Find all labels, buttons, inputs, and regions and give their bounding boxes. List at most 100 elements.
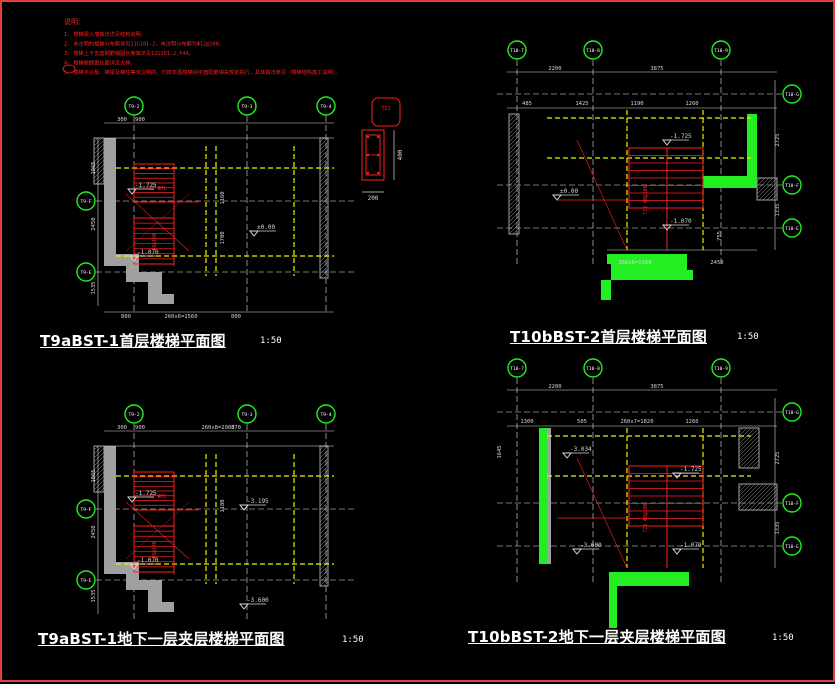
level-mark: -1.070	[128, 249, 159, 262]
notes-line: 4. 楼梯板搁置长度详见大样。	[64, 59, 136, 67]
section-tag-cloud	[371, 97, 401, 127]
stair-treads	[666, 147, 704, 209]
hatch-line	[508, 159, 520, 171]
rebar-note: Φ8@100	[152, 541, 158, 558]
wall-hatch	[93, 445, 105, 493]
hatch-line	[738, 427, 744, 433]
level-value: -1.070	[137, 249, 159, 256]
hatch-line	[319, 157, 329, 167]
rebar-note: Φ8@100	[152, 233, 158, 250]
hatch-line	[508, 167, 520, 179]
column-bar	[376, 153, 380, 157]
hatch-line	[508, 215, 520, 227]
axis-bubble-T9-3: T9-3	[237, 404, 257, 424]
axis-bubble-T10-F: T10-F	[782, 175, 802, 195]
hatch-line	[508, 203, 520, 215]
hatch-line	[748, 483, 776, 511]
axis-bubble-label: T10-9	[714, 366, 728, 372]
hatch-line	[319, 537, 329, 547]
hatch-line	[770, 193, 778, 201]
hatch-line	[319, 505, 329, 515]
hatch-line	[508, 223, 520, 235]
level-triangle	[248, 230, 260, 237]
hatch-line	[738, 483, 748, 493]
axis-bubble-circle	[507, 40, 527, 60]
dim-value: 2725	[775, 133, 781, 146]
notes-line: 1. 楼梯梁入墙做法详见结构说明。	[64, 30, 146, 38]
axis-bubble-T10-G: T10-G	[782, 84, 802, 104]
axis-bubble-circle	[782, 218, 802, 238]
new-wall	[609, 572, 617, 628]
rebar-note: TZ1 Φ8@100	[643, 503, 649, 532]
hatch-line	[319, 169, 329, 179]
hatch-line	[319, 257, 329, 267]
level-mark: ±0.00	[551, 188, 579, 201]
hatch-line	[508, 219, 520, 231]
axis-bubble-T9-F: T9-F	[76, 191, 96, 211]
axis-bubble-circle	[711, 358, 731, 378]
axis-bubble-label: T10-G	[785, 92, 799, 98]
axis-bubble-label: T9-4	[320, 412, 331, 418]
hatch-line	[762, 185, 778, 201]
section-tag: TZ1	[381, 106, 390, 112]
level-triangle	[126, 496, 138, 503]
hatch-line	[319, 509, 329, 519]
hatch-line	[508, 151, 520, 163]
hatch-line	[319, 501, 329, 511]
dim-value: 260x6=1560	[164, 314, 197, 320]
hatch-line	[772, 505, 778, 511]
hatch-line	[319, 177, 329, 187]
hatch-line	[99, 179, 105, 185]
hatch-line	[319, 569, 329, 579]
wall-hatch	[319, 445, 329, 587]
dim-value: 260x8=2080	[201, 425, 234, 431]
hatch-line	[508, 191, 520, 203]
hatch-line	[508, 171, 520, 183]
hatch-line	[319, 149, 329, 159]
dim-value: 1535	[91, 281, 97, 294]
axis-bubble-label: T10-9	[714, 48, 728, 54]
axis-bubble-label: T9-2	[128, 412, 139, 418]
hatch-line	[508, 119, 520, 131]
level-value: -1.070	[670, 218, 692, 225]
dim-value: 1335	[775, 203, 781, 216]
hatch-line	[756, 177, 770, 191]
hatch-line	[754, 463, 760, 469]
rebar-note: TZ1 Φ8@100	[643, 185, 649, 214]
hatch-line	[319, 553, 329, 563]
axis-bubble-label: T10-G	[785, 410, 799, 416]
dim-value: 1160	[220, 191, 226, 204]
dim-value: 505	[577, 419, 587, 425]
hatch-line	[508, 155, 520, 167]
dim-value: 1065	[91, 161, 97, 174]
level-mark: -3.600	[571, 542, 602, 555]
rebar-note: TZ1 ΦM1	[146, 186, 166, 192]
axis-bubble-T9-E: T9-E	[76, 262, 96, 282]
hatch-line	[746, 455, 760, 469]
new-wall	[539, 428, 547, 564]
hatch-line	[508, 131, 520, 143]
hatch-line	[93, 171, 105, 183]
level-value: -1.725	[135, 182, 157, 189]
level-mark: -1.070	[671, 542, 702, 555]
hatch-line	[319, 153, 329, 163]
dim-value: 1535	[91, 589, 97, 602]
axis-bubble-circle	[507, 358, 527, 378]
hatch-line	[319, 525, 329, 535]
wall-hatch	[738, 483, 778, 511]
hatch-line	[93, 475, 105, 487]
hatch-line	[99, 487, 105, 493]
wall-hatch	[319, 137, 329, 279]
hatch-line	[95, 483, 105, 493]
hatch-line	[319, 269, 329, 279]
level-mark: -1.725	[126, 182, 157, 195]
dim-value: 1335	[775, 521, 781, 534]
hatch-line	[319, 481, 329, 491]
hatch-line	[319, 241, 329, 251]
axis-bubble-T10-7: T10-7	[507, 40, 527, 60]
axis-bubble-circle	[782, 402, 802, 422]
axis-bubble-T9-2: T9-2	[124, 404, 144, 424]
axis-bubble-circle	[583, 40, 603, 60]
hatch-line	[760, 493, 778, 511]
axis-bubble-label: T10-E	[785, 226, 799, 232]
